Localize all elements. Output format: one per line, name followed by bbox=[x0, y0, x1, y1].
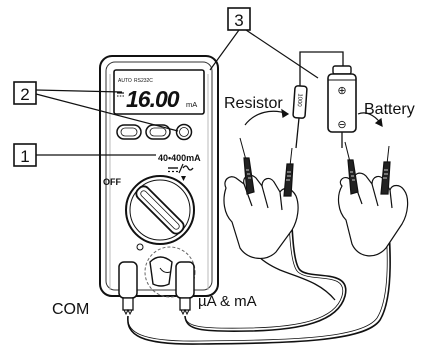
range-label: 40•400mA bbox=[158, 153, 201, 163]
battery: ⊕ ⊖ bbox=[327, 65, 357, 133]
indicator-hole bbox=[136, 243, 144, 251]
right-hand bbox=[337, 172, 409, 257]
test-leads bbox=[118, 185, 391, 345]
circuit bbox=[295, 51, 344, 149]
callout-3-number: 3 bbox=[234, 11, 243, 30]
battery-plus-icon: ⊕ bbox=[337, 85, 346, 97]
right-hand-probes bbox=[344, 141, 391, 195]
lcd-display: AUTO RS232C 16.00 mA bbox=[113, 69, 205, 115]
callout-2: 2 bbox=[13, 81, 179, 132]
off-label: OFF bbox=[103, 177, 121, 187]
lcd-auto: AUTO bbox=[118, 78, 132, 84]
lcd-reading: 16.00 bbox=[126, 86, 180, 112]
resistor-label: Resistor bbox=[224, 95, 283, 112]
ua-ma-label: µA & mA bbox=[198, 293, 257, 310]
button-row bbox=[116, 123, 193, 141]
left-hand-probes bbox=[239, 137, 294, 197]
button-3[interactable] bbox=[175, 123, 193, 141]
resistor-code: 1000 bbox=[296, 93, 303, 107]
battery-label: Battery bbox=[364, 101, 415, 118]
callout-1-number: 1 bbox=[20, 147, 29, 166]
rotary-dial[interactable] bbox=[125, 175, 195, 245]
callout-1: 1 bbox=[13, 143, 156, 167]
callout-3: 3 bbox=[209, 7, 319, 79]
acdc-symbol-icon bbox=[168, 163, 194, 174]
lcd-unit: mA bbox=[186, 100, 197, 109]
lcd-rs232: RS232C bbox=[134, 78, 153, 84]
resistor: 1000 bbox=[292, 85, 308, 119]
battery-minus-icon: ⊖ bbox=[337, 119, 346, 131]
callout-2-number: 2 bbox=[20, 85, 29, 104]
com-label: COM bbox=[52, 301, 89, 318]
curved-arrows bbox=[244, 108, 383, 128]
multimeter: AUTO RS232C 16.00 mA 40•400mA bbox=[99, 55, 219, 298]
